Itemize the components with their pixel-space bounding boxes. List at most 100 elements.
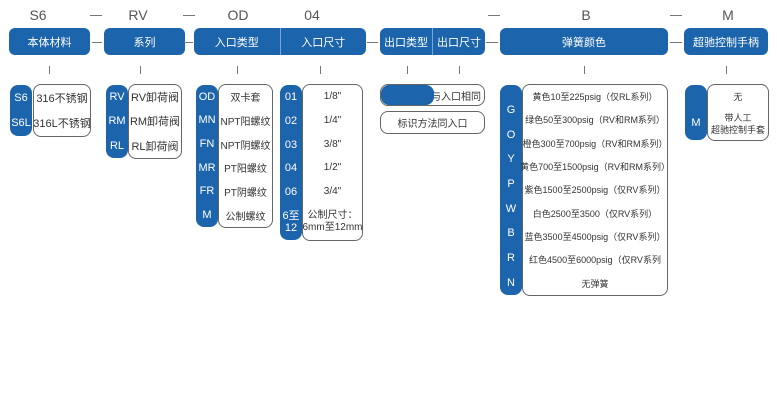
option-label: RV卸荷阀 [130,92,180,105]
option-label-part: 带人工 [724,112,752,123]
separator-dash [183,15,195,16]
option-code: S6L [11,117,31,130]
header-inlet: 入口类型 入口尺寸 [194,28,366,55]
option-code-part: 6至 [282,210,300,223]
option-code: MR [198,161,216,174]
code-body-material: S6 [29,7,47,23]
series-codes: RV RM RL [106,85,128,158]
connector-tick [726,66,727,74]
override-handle-codes: M [685,85,707,140]
header-spring-color-label: 弹簧颜色 [562,36,606,49]
option-code: S6 [14,91,28,104]
outlet-marking-label: 标识方法同入口 [397,119,468,130]
outlet-same-label: 与入口相同 [431,91,481,103]
separator-dash [92,42,102,43]
option-code: B [507,227,515,240]
separator-dash [486,42,498,43]
option-code: FR [199,185,215,198]
header-series: 系列 [104,28,185,55]
option-code: R [507,251,515,264]
option-code: M [202,209,212,222]
header-body-material: 本体材料 [9,28,90,55]
outlet-same-box: 与入口相同 [380,84,485,106]
option-label: 双卡套 [230,93,261,105]
separator-dash [488,15,500,16]
option-code: N [507,276,515,289]
option-label: 316不锈钢 [36,92,88,105]
spring-color-labels: 黄色10至225psig（仅RL系列） 绿色50至300psig（RV和RM系列… [520,84,670,296]
option-code: 04 [284,162,298,175]
separator-dash [367,42,378,43]
header-outlet-type-label: 出口类型 [384,36,428,49]
code-series: RV [128,7,148,23]
code-inlet-type: OD [227,7,249,23]
option-label: 橙色300至700psig（RV和RM系列） [522,138,668,149]
separator-dash [184,42,193,43]
option-label: 红色4500至6000psig（仅RV系列 [529,255,661,266]
series-labels: RV卸荷阀 RM卸荷阀 RL卸荷阀 [128,84,182,159]
option-label: 紫色1500至2500psig（仅RV系列） [524,185,666,196]
option-code: 01 [284,90,298,103]
connector-tick [140,66,141,74]
option-label: 绿色50至300psig（RV和RM系列） [525,115,665,126]
code-override-handle: M [722,7,734,23]
option-label: 无 [733,91,743,102]
option-code: O [506,128,516,141]
option-label: 黄色10至225psig（仅RL系列） [532,92,658,103]
header-series-label: 系列 [133,36,156,49]
override-handle-labels: 无 带人工超驰控制手套 [707,84,769,141]
option-label: 3/4" [323,185,342,197]
option-label: 1/4" [323,114,342,126]
header-body-material-label: 本体材料 [27,36,72,49]
header-inlet-type-label: 入口类型 [214,36,259,49]
option-code: P [507,177,515,190]
option-label: 白色2500至3500（仅RV系列） [532,208,658,219]
spring-color-codes: G O Y P W B R N [500,85,522,295]
connector-tick [237,66,238,74]
outlet-marking-box: 标识方法同入口 [380,111,485,134]
outlet-blank-code [381,85,434,105]
option-label: RM卸荷阀 [129,116,181,129]
option-code: 02 [284,114,298,127]
connector-tick [49,66,50,74]
option-label: PT阳螺纹 [224,164,267,176]
option-code: 03 [284,138,298,151]
option-code: RM [108,115,126,128]
connector-tick [584,66,585,74]
option-code: Y [507,153,515,166]
option-label: 黄色700至1500psig（RV和RM系列） [520,162,670,173]
option-label-part: 6mm至12mm [302,221,363,233]
separator-dash [670,15,682,16]
option-label: 公制螺纹 [225,211,266,223]
inlet-type-codes: OD MN FN MR FR M [196,85,218,227]
option-code: MN [198,114,216,127]
option-label: 316L不锈钢 [33,118,91,131]
option-label-part: 公制尺寸： [307,209,358,221]
header-override-handle: 超驰控制手柄 [684,28,768,55]
option-code-part: 12 [284,222,298,235]
header-inlet-size-label: 入口尺寸 [279,28,367,55]
header-outlet: 出口类型 出口尺寸 [380,28,485,55]
code-spring-color: B [581,7,591,23]
connector-tick [320,66,321,74]
connector-tick [407,66,408,74]
option-label: RL卸荷阀 [131,140,179,153]
header-outlet-size-label: 出口尺寸 [432,28,485,55]
option-label: 公制尺寸：6mm至12mm [303,210,363,234]
option-code: W [505,202,517,215]
option-code: M [691,117,701,130]
option-label-part: 超驰控制手套 [710,124,765,135]
option-code: G [506,103,516,116]
inlet-type-labels: 双卡套 NPT阳螺纹 NPT阴螺纹 PT阳螺纹 PT阴螺纹 公制螺纹 [218,84,273,228]
option-code: OD [198,90,216,103]
option-label: 1/2" [323,162,342,174]
option-code: RV [109,91,125,104]
option-code: RL [109,139,125,152]
option-code: FN [199,138,215,151]
connector-tick [459,66,460,74]
body-material-labels: 316不锈钢 316L不锈钢 [33,84,91,137]
separator-dash [670,42,682,43]
option-label: 无弹簧 [581,278,609,289]
